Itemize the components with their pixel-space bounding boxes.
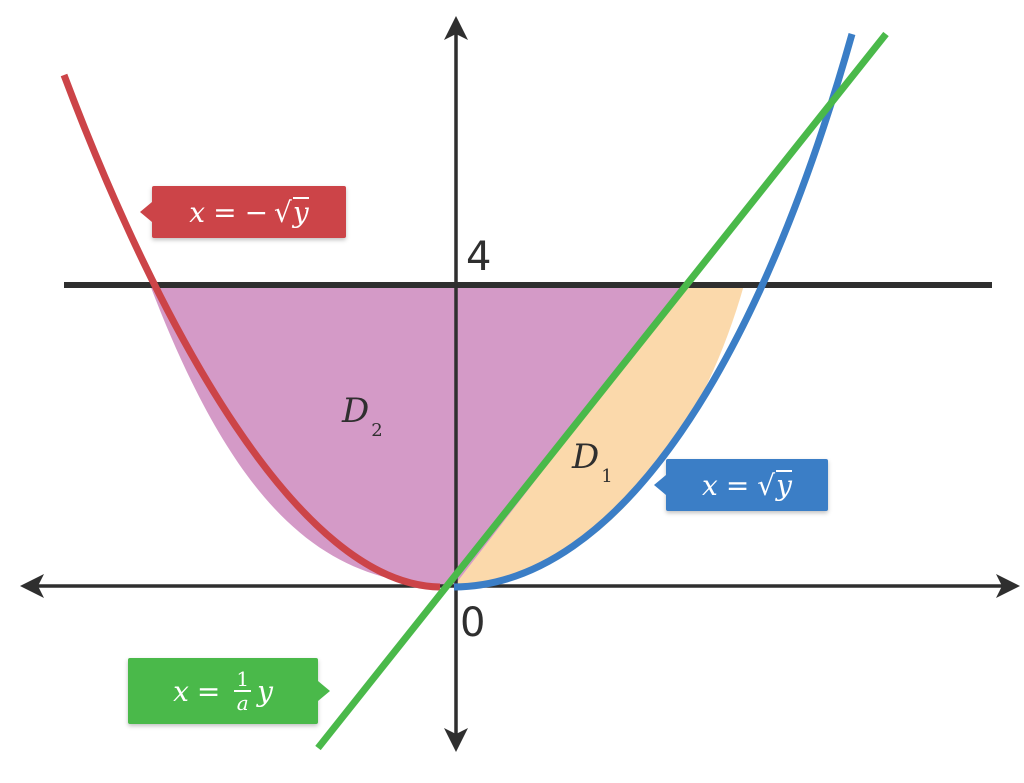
tag-eq: =: [213, 195, 237, 229]
tag-lhs: x: [702, 468, 718, 502]
tag-var: y: [257, 674, 273, 708]
tag-lhs: x: [189, 195, 206, 229]
tag-fraction-numerator: 1: [234, 667, 252, 692]
tag-eq: =: [196, 674, 221, 708]
tag-fraction: 1 a: [234, 667, 252, 715]
tag-root: √: [757, 468, 776, 502]
curve-left-parabola: [60, 73, 441, 591]
right-parabola-tag: x = √y: [654, 459, 828, 511]
left-parabola-tag: x = − √y: [140, 186, 346, 238]
y-axis: [444, 16, 468, 752]
label-4: 4: [466, 234, 491, 280]
tag-sign: −: [244, 195, 269, 229]
tag-radicand: y: [776, 469, 792, 502]
tag-lhs: x: [173, 674, 189, 708]
line-tag: x = 1 a y: [128, 658, 330, 724]
origin-label: 0: [460, 600, 485, 646]
tag-root: √: [274, 195, 292, 229]
region-d1: [454, 285, 744, 586]
curve-right-parabola: [453, 33, 856, 591]
tag-eq: =: [725, 468, 750, 502]
line-x-equals-y-over-a: [315, 31, 889, 751]
x-axis: [20, 574, 1020, 598]
tag-radicand: y: [292, 196, 309, 229]
tag-fraction-denominator: a: [236, 691, 249, 715]
